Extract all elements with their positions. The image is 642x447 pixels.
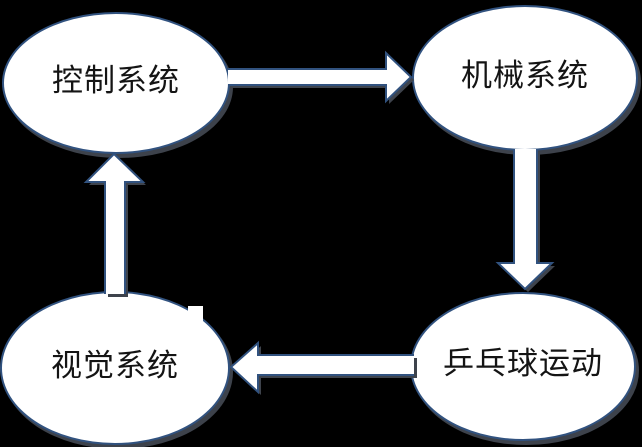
node-control-system: 控制系统 bbox=[2, 12, 230, 154]
node-mechanical-system: 机械系统 bbox=[412, 5, 638, 151]
arrow-vision-to-control bbox=[83, 152, 146, 297]
node-pingpong-motion: 乒乓球运动 bbox=[410, 292, 636, 441]
arrow-pingpong-to-vision bbox=[229, 340, 417, 395]
ellipse-edge-artifact bbox=[188, 306, 203, 322]
node-control-system-label: 控制系统 bbox=[52, 62, 180, 99]
node-pingpong-motion-label: 乒乓球运动 bbox=[443, 346, 603, 382]
arrow-mechanical-to-pingpong bbox=[495, 149, 555, 292]
node-vision-system-label: 视觉系统 bbox=[51, 347, 179, 384]
arrow-control-to-mechanical bbox=[228, 50, 414, 104]
node-mechanical-system-label: 机械系统 bbox=[461, 57, 589, 94]
